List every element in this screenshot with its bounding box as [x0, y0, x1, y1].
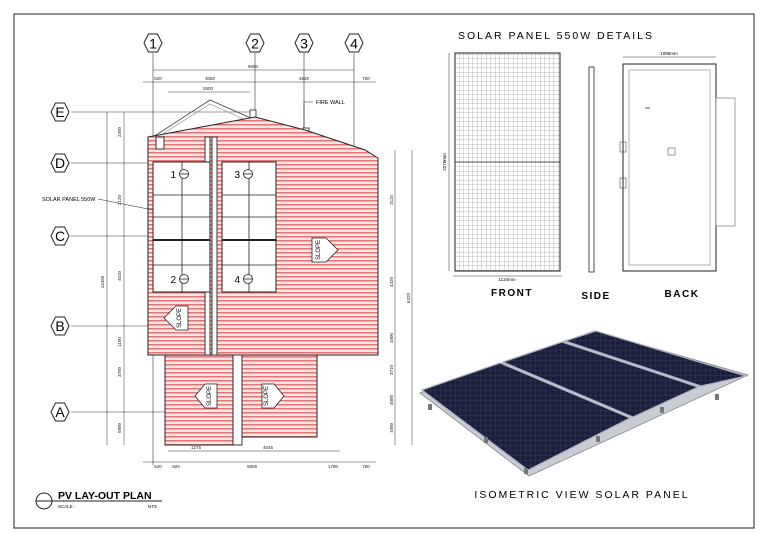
svg-text:3710: 3710 — [389, 364, 394, 375]
solar-array-3-4 — [221, 161, 277, 293]
plan-dimensions: 6600 620 3060 4520 760 2600 620 920 5808… — [100, 64, 413, 469]
grid-column-3: 3 — [294, 33, 314, 53]
grid-column-bubbles: 1 2 3 4 — [143, 33, 364, 53]
svg-text:2278mm: 2278mm — [442, 153, 447, 171]
svg-text:5808: 5808 — [247, 464, 258, 469]
svg-text:1000: 1000 — [389, 332, 394, 343]
panel-front-view: 1134mm 2278mm — [442, 52, 562, 282]
front-view-label: FRONT — [491, 288, 533, 299]
svg-text:SLOPE: SLOPE — [264, 386, 270, 406]
plan-title: PV LAY-OUT PLAN — [58, 490, 152, 502]
array-marker-4: 4 — [234, 274, 253, 286]
svg-text:1100: 1100 — [117, 337, 122, 347]
plan-scale-label: SCALE : — [58, 504, 75, 509]
slope-arrow-left: SLOPE — [163, 305, 189, 331]
svg-text:1000: 1000 — [389, 422, 394, 433]
svg-text:2600: 2600 — [203, 86, 214, 91]
svg-text:3060: 3060 — [205, 76, 216, 81]
svg-text:4000: 4000 — [389, 394, 394, 405]
isometric-panel — [563, 330, 749, 387]
svg-text:SLOPE: SLOPE — [177, 308, 183, 328]
svg-text:1275: 1275 — [191, 445, 202, 450]
svg-text:2: 2 — [170, 275, 176, 286]
svg-text:620: 620 — [154, 76, 162, 81]
svg-text:4320: 4320 — [389, 276, 394, 287]
slope-arrow-right: SLOPE — [311, 237, 339, 263]
sheet-border — [13, 13, 755, 529]
slope-arrow-lower-right: SLOPE — [261, 383, 285, 409]
details-title: SOLAR PANEL 550W DETAILS — [458, 30, 654, 42]
grid-row-C: C — [50, 226, 70, 246]
slope-arrow-lower-left: SLOPE — [194, 383, 218, 409]
grid-column-label: 4 — [350, 36, 358, 52]
grid-row-A: A — [50, 402, 70, 422]
solar-array-1-2 — [152, 161, 211, 293]
fire-wall-label: FIRE WALL — [316, 100, 345, 106]
grid-column-label: 2 — [251, 36, 259, 52]
grid-column-2: 2 — [245, 33, 265, 53]
array-marker-2: 2 — [170, 274, 189, 286]
svg-text:620: 620 — [154, 464, 162, 469]
svg-text:5900: 5900 — [117, 422, 122, 433]
side-view-label: SIDE — [581, 291, 610, 302]
roof-plan: 1 2 3 4 SLOPE SLOPE S — [42, 99, 379, 446]
svg-text:6320: 6320 — [406, 292, 411, 303]
grid-column-label: 3 — [300, 36, 308, 52]
array-marker-1: 1 — [170, 169, 189, 181]
panel-back-view: 1096mm — [619, 51, 736, 272]
grid-row-label: D — [55, 155, 65, 171]
svg-text:SLOPE: SLOPE — [316, 240, 322, 260]
svg-text:1: 1 — [170, 170, 176, 181]
isometric-title: ISOMETRIC VIEW SOLAR PANEL — [474, 489, 689, 501]
grid-row-E: E — [50, 102, 70, 122]
svg-text:3: 3 — [234, 170, 240, 181]
svg-text:6600: 6600 — [248, 64, 259, 69]
svg-text:760: 760 — [362, 76, 370, 81]
back-view-label: BACK — [665, 289, 700, 300]
svg-text:4520: 4520 — [299, 76, 310, 81]
grid-column-4: 4 — [344, 33, 364, 53]
grid-row-label: B — [55, 318, 64, 334]
plan-title-block: PV LAY-OUT PLAN SCALE : NTS — [35, 490, 162, 510]
grid-column-1: 1 — [143, 33, 163, 53]
isometric-solar-panels — [419, 330, 750, 477]
grid-row-bubbles: E D C B A — [50, 102, 70, 422]
svg-text:3115: 3115 — [389, 195, 394, 205]
svg-text:2300: 2300 — [117, 126, 122, 137]
svg-text:4010: 4010 — [117, 270, 122, 281]
svg-text:4045: 4045 — [263, 445, 274, 450]
svg-text:1780: 1780 — [328, 464, 339, 469]
svg-text:4: 4 — [234, 275, 240, 286]
svg-text:14450: 14450 — [100, 275, 105, 288]
svg-text:3700: 3700 — [117, 366, 122, 377]
grid-row-label: C — [55, 228, 65, 244]
svg-text:SLOPE: SLOPE — [207, 386, 213, 406]
isometric-panel — [420, 362, 632, 471]
grid-row-B: B — [50, 316, 70, 336]
grid-row-label: A — [55, 404, 65, 420]
svg-text:1096mm: 1096mm — [660, 51, 678, 56]
svg-text:760: 760 — [362, 464, 370, 469]
grid-column-label: 1 — [149, 36, 157, 52]
isometric-panel — [501, 341, 700, 418]
svg-text:920: 920 — [172, 464, 180, 469]
plan-scale-value: NTS — [148, 504, 157, 509]
grid-row-D: D — [50, 153, 70, 173]
svg-text:2120: 2120 — [117, 194, 122, 205]
solar-panel-label: SOLAR PANEL 550W — [42, 197, 96, 203]
grid-row-label: E — [55, 104, 64, 120]
array-marker-3: 3 — [234, 169, 253, 181]
panel-side-view — [588, 66, 595, 273]
svg-text:1134mm: 1134mm — [498, 277, 515, 282]
